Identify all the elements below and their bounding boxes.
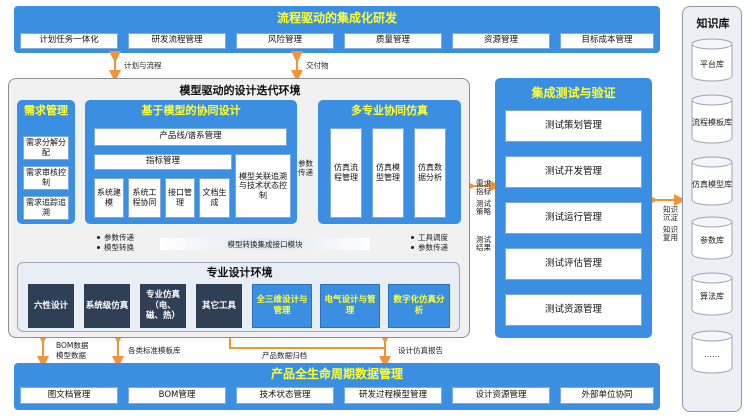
bullet-tool-2 bbox=[411, 246, 414, 249]
iteration-title: 模型驱动的设计迭代环境 bbox=[179, 83, 301, 97]
design-env-title: 专业设计环境 bbox=[206, 266, 273, 279]
sim-process-mgmt: 仿真流程管理 bbox=[330, 128, 362, 218]
top-item-cost: 目标成本管理 bbox=[560, 33, 654, 49]
simulation-title: 多专业协同仿真 bbox=[351, 104, 428, 117]
kb-item-more: …… bbox=[704, 349, 720, 359]
kb-drum-more bbox=[691, 330, 733, 374]
interface-mgmt: 接口管理 bbox=[165, 178, 195, 218]
arrow-archive bbox=[229, 338, 385, 349]
test-title: 集成测试与验证 bbox=[531, 85, 616, 100]
kb-drum-algo bbox=[691, 272, 733, 316]
note-knowledge-reuse: 知识复用 bbox=[663, 225, 678, 243]
bottom-item-process-model: 研发过程模型管理 bbox=[344, 387, 442, 404]
top-band: 流程驱动的集成化研发 计划任务一体化 研发流程管理 风险管理 质量管理 资源管理… bbox=[14, 6, 660, 53]
test-resource: 测试资源管理 bbox=[505, 294, 642, 326]
kb-item-param: 参数库 bbox=[700, 235, 724, 245]
indicator-mgmt: 指标管理 bbox=[94, 154, 232, 170]
test-panel: 集成测试与验证 测试策划管理 测试开发管理 测试运行管理 测试评估管理 测试资源… bbox=[495, 78, 652, 338]
kb-item-process: 流程模板库 bbox=[692, 118, 732, 127]
note-product-archive: 产品数据归档 bbox=[262, 351, 307, 360]
kb-item-algo: 算法库 bbox=[700, 291, 724, 301]
note-plan-process: 计划与流程 bbox=[124, 61, 162, 70]
bullet-tool-1 bbox=[411, 236, 414, 239]
requirement-title: 需求管理 bbox=[24, 104, 68, 117]
req-decompose: 需求分解分配 bbox=[23, 136, 69, 160]
note-test-result: 测试结果 bbox=[476, 235, 491, 253]
note-mid-param: 参数传递 bbox=[104, 233, 134, 242]
sim-model-mgmt: 仿真模型管理 bbox=[372, 128, 404, 218]
system-modeling: 系统建模 bbox=[94, 178, 124, 218]
note-template-lib: 各类标准模板库 bbox=[128, 346, 181, 355]
test-plan: 测试策划管理 bbox=[505, 110, 642, 142]
test-eval: 测试评估管理 bbox=[505, 248, 642, 280]
bottom-item-docs: 图文档管理 bbox=[20, 387, 118, 404]
req-review: 需求审核控制 bbox=[23, 166, 69, 190]
bottom-band-title: 产品全生命周期数据管理 bbox=[270, 366, 403, 381]
top-item-process: 研发流程管理 bbox=[128, 33, 226, 49]
simulation-panel: 多专业协同仿真 仿真流程管理 仿真模型管理 仿真数据分析 bbox=[318, 100, 461, 224]
doc-generation: 文档生成 bbox=[199, 178, 230, 218]
env-other-tools: 其它工具 bbox=[196, 284, 242, 328]
top-item-resource: 资源管理 bbox=[452, 33, 550, 49]
kb-drum-process bbox=[691, 94, 733, 144]
sim-data-analysis: 仿真数据分析 bbox=[414, 128, 446, 218]
kb-item-platform: 平台库 bbox=[700, 59, 724, 69]
note-test-strategy: 测试策略 bbox=[476, 199, 491, 217]
env-system-sim: 系统级仿真 bbox=[84, 284, 130, 328]
top-item-quality: 质量管理 bbox=[344, 33, 442, 49]
requirement-panel: 需求管理 需求分解分配 需求审核控制 需求追踪追溯 bbox=[17, 100, 75, 224]
product-line-mgmt: 产品线/谱系管理 bbox=[94, 128, 287, 146]
req-trace: 需求追踪追溯 bbox=[23, 196, 69, 220]
kb-drum-platform bbox=[691, 38, 733, 82]
note-deliverable: 交付物 bbox=[306, 61, 329, 70]
knowledge-base-drums bbox=[691, 38, 733, 374]
top-item-risk: 风险管理 bbox=[236, 33, 334, 49]
knowledge-base-title: 知识库 bbox=[696, 17, 730, 30]
mbse-panel: 基于模型的协同设计 产品线/谱系管理 指标管理 系统建模 系统工程协同 接口管理… bbox=[85, 100, 297, 224]
note-tool-param: 参数传递 bbox=[418, 243, 448, 252]
env-digital-sim: 数字化仿真分析 bbox=[388, 284, 450, 328]
bottom-item-design-resource: 设计资源管理 bbox=[452, 387, 550, 404]
env-six-quality: 六性设计 bbox=[28, 284, 74, 328]
kb-drum-param bbox=[691, 216, 733, 260]
kb-item-sim-model: 仿真模型库 bbox=[692, 180, 732, 189]
mbse-title: 基于模型的协同设计 bbox=[141, 104, 241, 117]
bottom-item-bom: BOM管理 bbox=[128, 387, 226, 404]
system-engineering-collab: 系统工程协同 bbox=[128, 178, 161, 218]
bottom-band: 产品全生命周期数据管理 图文档管理 BOM管理 技术状态管理 研发过程模型管理 … bbox=[14, 363, 660, 410]
note-param-transfer: 参数传递 bbox=[298, 159, 313, 177]
bottom-item-external: 外部单位协同 bbox=[560, 387, 654, 404]
design-env-panel: 专业设计环境 六性设计 系统级仿真 专业仿真（电、磁、热） 其它工具 全三维设计… bbox=[17, 262, 460, 332]
env-3d-design: 全三维设计与管理 bbox=[252, 284, 312, 328]
note-sim-report: 设计仿真报告 bbox=[398, 346, 443, 355]
bottom-item-config: 技术状态管理 bbox=[236, 387, 334, 404]
test-run: 测试运行管理 bbox=[505, 202, 642, 234]
top-item-plan: 计划任务一体化 bbox=[20, 33, 118, 49]
note-model-data: 模型数据 bbox=[56, 351, 86, 360]
env-electrical-design: 电气设计与管理 bbox=[320, 284, 380, 328]
note-req-indicator: 需求指标 bbox=[476, 179, 491, 197]
env-pro-sim: 专业仿真（电、磁、热） bbox=[140, 284, 186, 328]
note-tool-dispatch: 工具调度 bbox=[418, 233, 448, 242]
test-dev: 测试开发管理 bbox=[505, 156, 642, 188]
kb-drum-sim-model bbox=[691, 156, 733, 206]
conversion-interface-bar: 模型转换集成接口模块 bbox=[160, 238, 370, 250]
bullet-mid-2 bbox=[97, 246, 100, 249]
note-knowledge-deposit: 知识沉淀 bbox=[663, 205, 678, 223]
note-mid-convert: 模型转换 bbox=[104, 243, 134, 252]
top-band-title: 流程驱动的集成化研发 bbox=[276, 10, 397, 25]
note-bom-data: BOM数据 bbox=[56, 341, 89, 350]
model-trace-control: 模型关联追溯与技术状态控制 bbox=[235, 154, 291, 218]
bullet-mid-1 bbox=[97, 236, 100, 239]
